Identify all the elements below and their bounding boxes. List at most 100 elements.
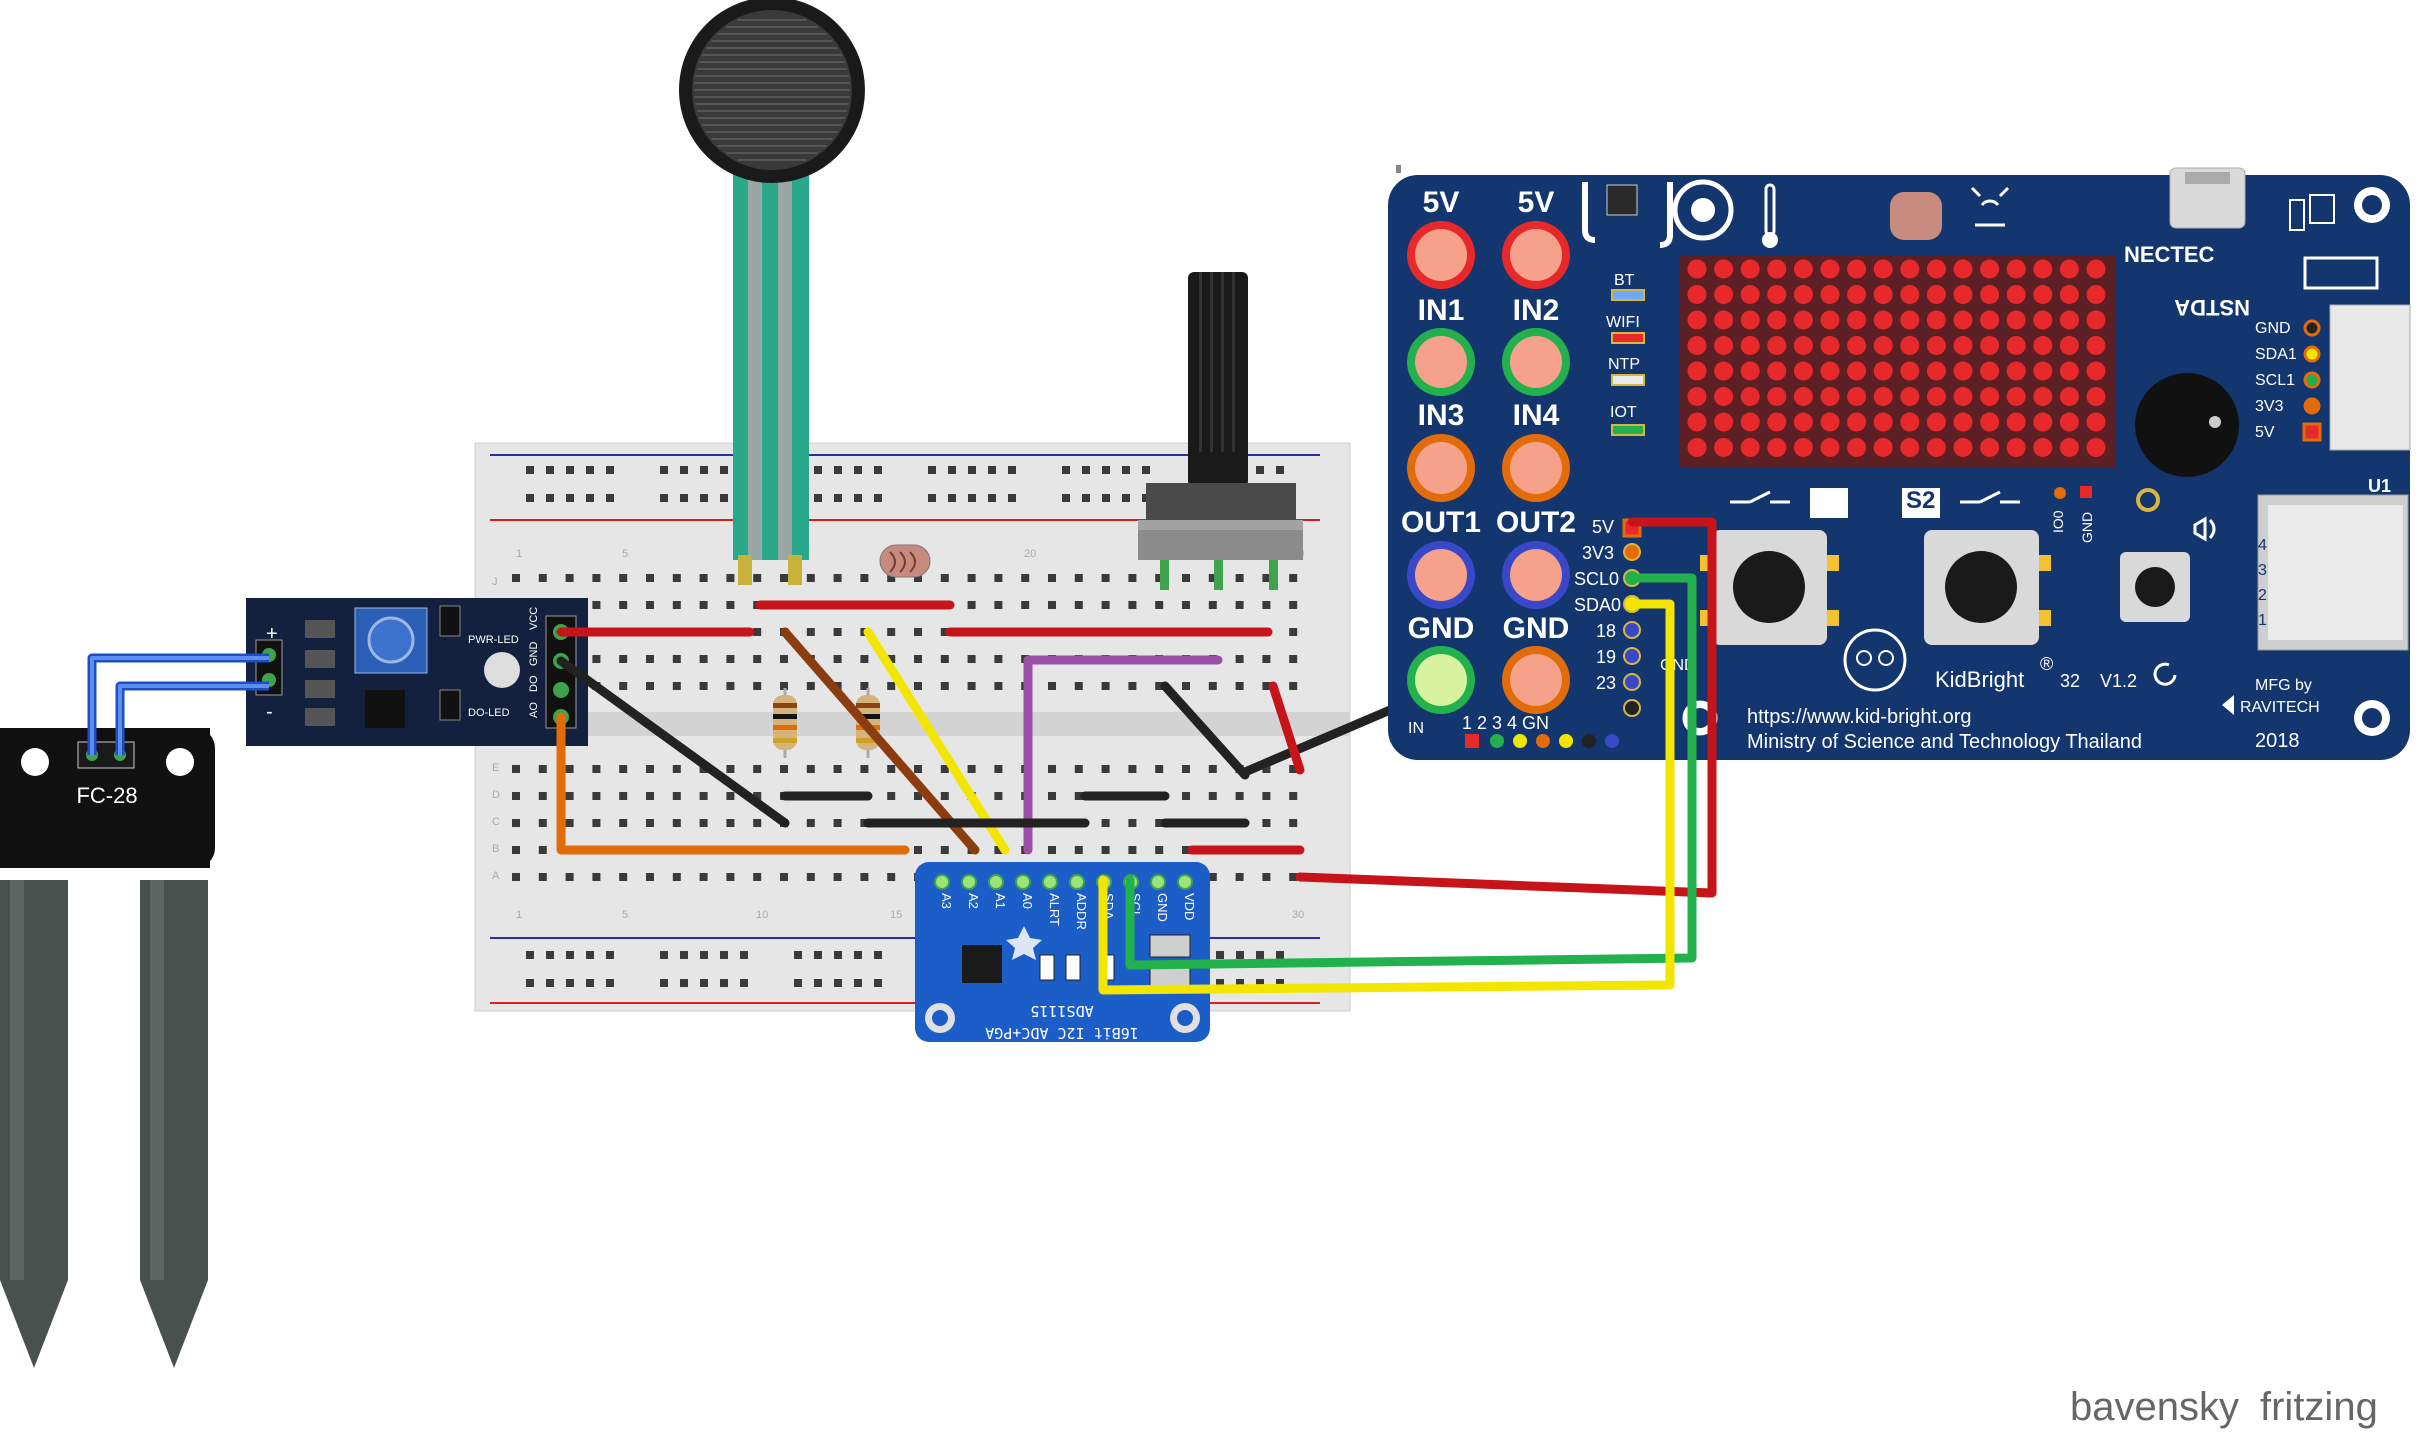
matrix-led <box>1847 412 1867 432</box>
breadboard-hole <box>833 628 842 636</box>
breadboard-hole <box>1182 792 1190 800</box>
matrix-led <box>1687 387 1707 406</box>
breadboard-hole <box>646 574 654 582</box>
breadboard-hole <box>1182 574 1190 582</box>
matrix-led <box>1687 336 1707 355</box>
breadboard-hole <box>806 765 815 773</box>
matrix-led <box>2006 361 2026 381</box>
matrix-led <box>1740 259 1760 279</box>
module-pin-plus: + <box>266 623 278 645</box>
adc-pin-alrt: ALRT <box>1047 893 1062 926</box>
board-version: V1.2 <box>2100 671 2137 691</box>
adc-pin-a2: A2 <box>966 893 981 909</box>
breadboard-hole <box>753 792 762 800</box>
breadboard-hole <box>1182 846 1190 854</box>
breadboard-hole <box>646 682 654 690</box>
product-model: 32 <box>2060 671 2080 691</box>
matrix-led <box>1740 438 1760 457</box>
breadboard-hole <box>860 574 869 582</box>
breadboard-hole <box>565 873 574 881</box>
col-num-1: 1 <box>516 548 522 560</box>
col-num-5-bottom: 5 <box>622 909 628 921</box>
breadboard-hole <box>914 682 922 690</box>
matrix-led <box>2006 336 2026 355</box>
matrix-led <box>1847 361 1867 381</box>
breadboard-hole <box>887 655 896 663</box>
matrix-led <box>1687 285 1707 304</box>
breadboard-hole <box>726 682 735 690</box>
rail-hole <box>660 951 668 959</box>
rail-hole <box>854 951 862 959</box>
breadboard-hole <box>940 574 949 582</box>
breadboard-hole <box>967 655 976 663</box>
breadboard-hole <box>592 765 601 773</box>
matrix-led <box>1847 336 1867 355</box>
breadboard-hole <box>914 655 922 663</box>
rail-hole <box>546 951 554 959</box>
port-label-in2: IN2 <box>1513 294 1560 327</box>
reset-symbol-icon <box>2153 662 2177 686</box>
ministry-text: Ministry of Science and Technology Thail… <box>1747 731 2142 753</box>
button-s2[interactable] <box>1924 530 2039 645</box>
breadboard-hole <box>753 682 762 690</box>
breadboard-hole <box>1048 601 1056 609</box>
breadboard-hole <box>887 574 896 582</box>
matrix-led <box>1740 387 1760 406</box>
photoresistor <box>879 544 931 578</box>
breadboard-hole <box>1182 601 1190 609</box>
breadboard-hole <box>994 792 1003 800</box>
breadboard-hole <box>538 792 547 800</box>
rail-hole <box>720 466 728 474</box>
matrix-led <box>1980 259 2000 279</box>
breadboard-hole <box>1289 601 1298 609</box>
breadboard-hole <box>565 792 574 800</box>
side-number-1: 1 <box>2258 612 2267 629</box>
breadboard-hole <box>512 846 520 854</box>
breadboard-hole <box>1289 682 1298 690</box>
breadboard-hole <box>619 792 628 800</box>
breadboard-hole <box>753 819 762 827</box>
rail-hole <box>586 951 594 959</box>
breadboard-hole <box>1262 601 1271 609</box>
breadboard-hole <box>753 873 762 881</box>
matrix-led <box>2086 387 2106 406</box>
rail-hole <box>1276 979 1284 987</box>
button-s2-label: S2 <box>1906 487 1935 514</box>
breadboard-hole <box>1048 682 1056 690</box>
rail-hole <box>1062 466 1070 474</box>
matrix-led <box>2033 310 2053 330</box>
breadboard-hole <box>860 765 869 773</box>
rail-hole <box>606 466 614 474</box>
breadboard-hole <box>1208 792 1217 800</box>
buzzer <box>2135 373 2239 477</box>
breadboard-hole <box>1074 765 1083 773</box>
breadboard-hole <box>1128 765 1137 773</box>
rail-hole <box>526 494 534 502</box>
breadboard-hole <box>1289 792 1298 800</box>
adc-module: A3 A2 A1 A0 ALRT ADDR SDA SCL GND VDD AD… <box>915 862 1210 1042</box>
matrix-led <box>1820 310 1840 330</box>
breadboard-hole <box>1262 655 1271 663</box>
module-pin-vcc: VCC <box>528 607 540 630</box>
breadboard-hole <box>592 655 601 663</box>
port-label-in4: IN4 <box>1513 399 1560 432</box>
mfg-name: RAVITECH <box>2240 699 2320 716</box>
moisture-sensor-module: + - PWR-LED DO-LED VCC GND DO AO <box>246 598 588 746</box>
breadboard-hole <box>833 574 842 582</box>
board-year: 2018 <box>2255 730 2300 752</box>
rail-hole <box>988 466 996 474</box>
breadboard-hole <box>619 873 628 881</box>
matrix-led <box>2059 438 2079 457</box>
rail-hole <box>660 466 668 474</box>
breadboard-hole <box>699 792 708 800</box>
port-pad <box>1510 549 1562 601</box>
matrix-led <box>1873 361 1893 381</box>
speaker-icon <box>2193 516 2216 542</box>
matrix-led <box>1953 361 1973 381</box>
breadboard-hole <box>699 655 708 663</box>
rail-hole <box>1122 494 1130 502</box>
board-url[interactable]: https://www.kid-bright.org <box>1747 706 1972 728</box>
matrix-led <box>1687 310 1707 330</box>
port-label-gnd-left: GND <box>1408 612 1475 645</box>
port-pad <box>1510 654 1562 706</box>
